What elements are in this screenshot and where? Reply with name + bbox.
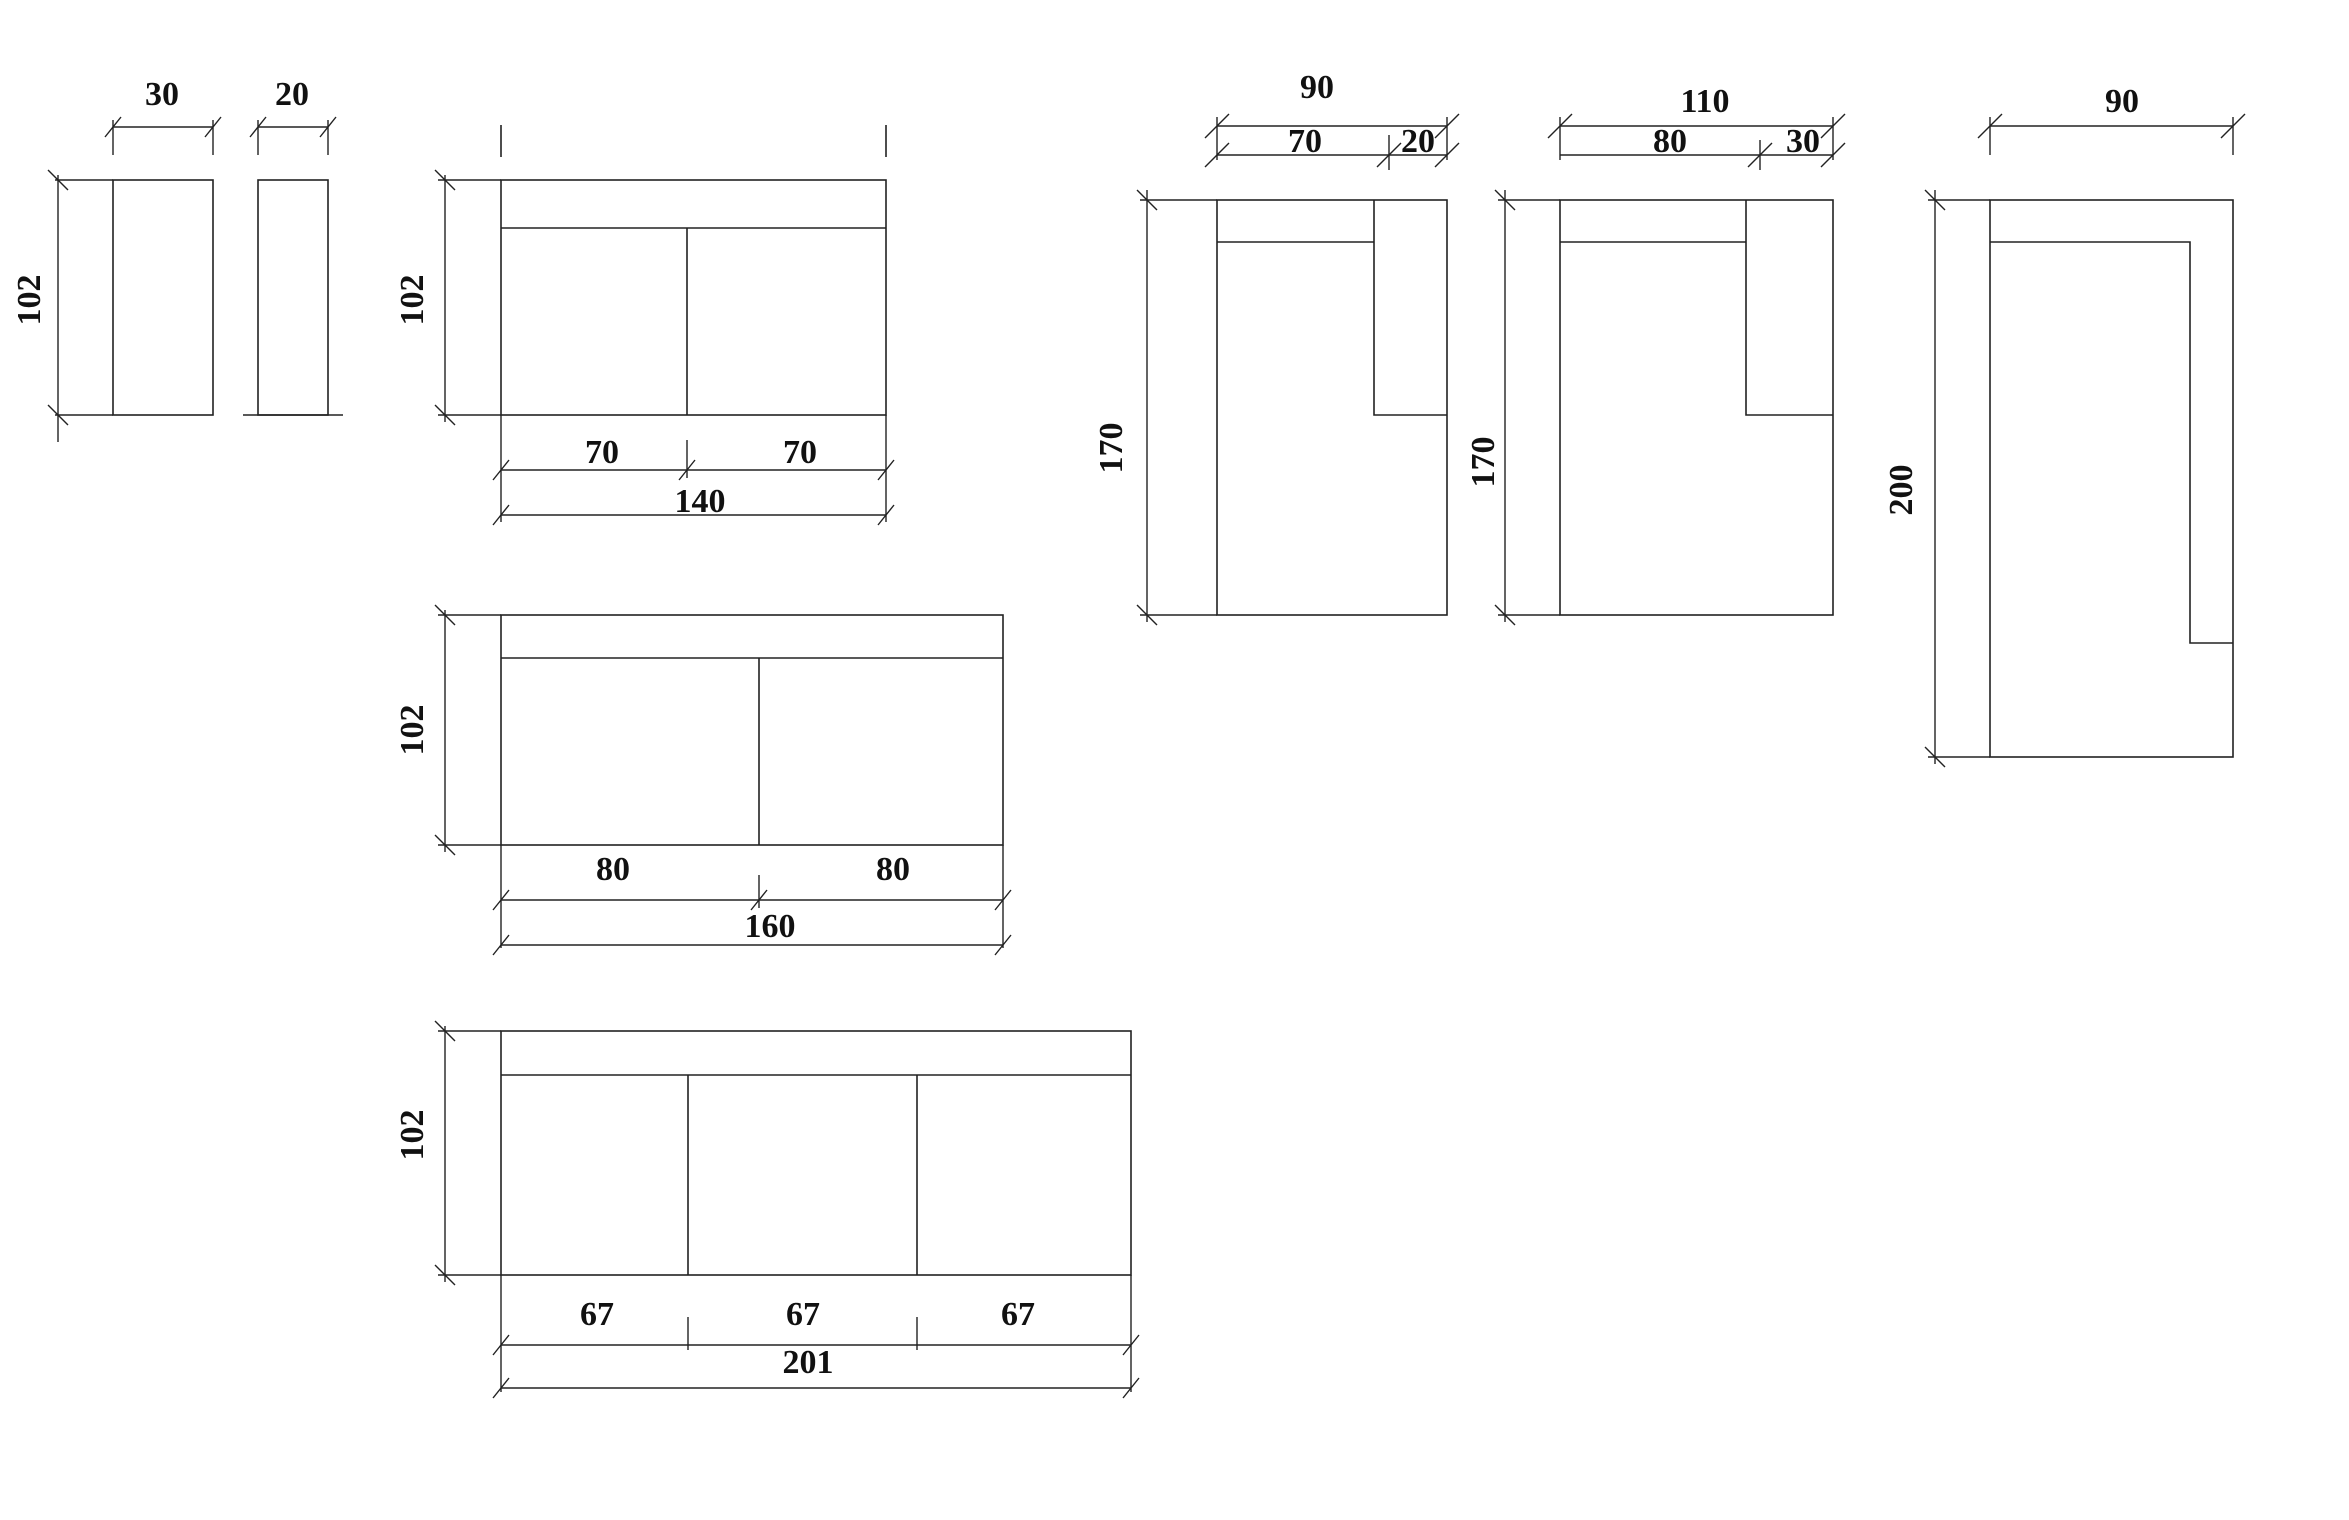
chaise-110-seat-label: 80	[1653, 123, 1687, 160]
chaise-110-arm-label: 30	[1786, 123, 1820, 160]
chaise-90-total-label: 90	[1300, 69, 1334, 106]
chaise-90-length-label: 170	[1093, 423, 1130, 474]
sofa-201-depth-label: 102	[394, 1110, 431, 1161]
sofa-140-seat-right-label: 70	[783, 434, 817, 471]
chaise-90-arm-label: 20	[1401, 123, 1435, 160]
chaise-200-total-label: 90	[2105, 83, 2139, 120]
sofa-201-seat-2-label: 67	[786, 1296, 820, 1333]
sofa-201-seat-3-label: 67	[1001, 1296, 1035, 1333]
chaise-110-total-label: 110	[1680, 83, 1729, 120]
armrest-30-outline	[112, 179, 214, 416]
sofa-201-total-label: 201	[783, 1344, 834, 1381]
chaise-90-outline	[1216, 199, 1448, 616]
sofa-160-depth-label: 102	[394, 705, 431, 756]
armrest-30-width-label: 30	[145, 76, 179, 113]
chaise-200-outline	[1989, 199, 2234, 758]
sofa-140-total-label: 140	[675, 483, 726, 520]
chaise-200-length-label: 200	[1883, 465, 1920, 516]
sofa-201-seat-1-label: 67	[580, 1296, 614, 1333]
sofa-160-total-label: 160	[745, 908, 796, 945]
armrest-20-width-label: 20	[275, 76, 309, 113]
sofa-201-outline	[500, 1030, 1132, 1276]
chaise-110-module: 110 80 30 170	[1465, 83, 1846, 626]
sofa-140-outline	[500, 179, 887, 416]
chaise-200-module: 90 200	[1883, 83, 2246, 768]
armrest-20-outline	[257, 179, 329, 416]
sofa-140-seat-left-label: 70	[585, 434, 619, 471]
armrest-depth-label: 102	[11, 275, 48, 326]
chaise-90-module: 90 70 20 170	[1093, 69, 1460, 626]
sofa-160-outline	[500, 614, 1004, 846]
sofa-160-seat-left-label: 80	[596, 851, 630, 888]
sofa-140-module: 102 70 70 140	[394, 125, 895, 526]
armrest-modules: 30 20 102	[11, 76, 343, 442]
sofa-160-seat-right-label: 80	[876, 851, 910, 888]
chaise-110-length-label: 170	[1465, 437, 1502, 488]
chaise-110-outline	[1559, 199, 1834, 616]
sofa-201-module: 102 67 67 67 201	[394, 1020, 1140, 1399]
sofa-140-depth-label: 102	[394, 275, 431, 326]
chaise-90-seat-label: 70	[1288, 123, 1322, 160]
sofa-160-module: 102 80 80 160	[394, 604, 1012, 956]
